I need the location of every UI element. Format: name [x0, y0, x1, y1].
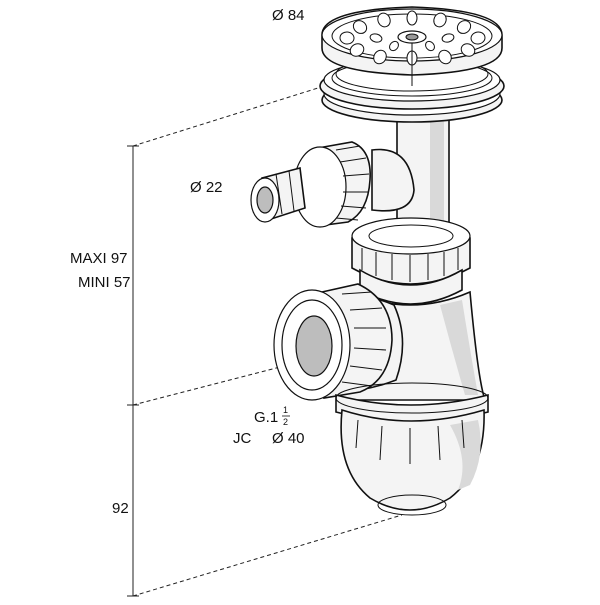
bowl-ring-edge	[335, 382, 489, 414]
outlet-nut-ribs	[341, 291, 387, 387]
bowl-shading	[450, 420, 481, 490]
diameter-40-label: Ø 40	[272, 430, 305, 447]
grate-slots	[339, 10, 486, 66]
trap-bowl	[340, 408, 485, 511]
height-min-label: MINI 57	[78, 274, 131, 291]
bottle-trap	[273, 283, 489, 516]
strainer-grate	[319, 6, 505, 123]
dashed-leader-bottom	[132, 514, 403, 597]
center-screw	[405, 33, 419, 41]
diameter-22-label: Ø 22	[190, 179, 223, 196]
bowl-ribs	[355, 419, 465, 464]
pipe-shading	[430, 108, 444, 233]
nut-ribs	[335, 145, 370, 221]
outlet-bore	[295, 315, 333, 377]
bowl-bottom-edge	[377, 494, 447, 516]
coupling-collar	[359, 268, 463, 305]
coupling-inner	[368, 224, 454, 248]
height-max-label: MAXI 97	[70, 250, 128, 267]
joint-label: JC	[233, 430, 252, 447]
upper-coupling	[351, 217, 471, 305]
thread-fraction-denominator: 2	[283, 417, 288, 427]
thread-label: G.1	[254, 409, 278, 426]
hose-barb-bore	[256, 186, 274, 214]
coupling-ribs	[361, 248, 459, 282]
height-92-label: 92	[112, 500, 129, 517]
coupling-top	[351, 217, 471, 255]
thread-fraction-numerator: 1	[283, 405, 288, 415]
barb-ridge-2	[288, 170, 295, 212]
diameter-84-label: Ø 84	[272, 7, 305, 24]
inlet-elbow	[371, 148, 415, 212]
dashed-leader-top	[132, 87, 319, 147]
hose-inlet	[250, 141, 415, 228]
labels: Ø 84 Ø 22 MAXI 97 MINI 57 G.1 1 2 JC Ø 4…	[70, 7, 305, 517]
trap-shading	[440, 300, 478, 395]
